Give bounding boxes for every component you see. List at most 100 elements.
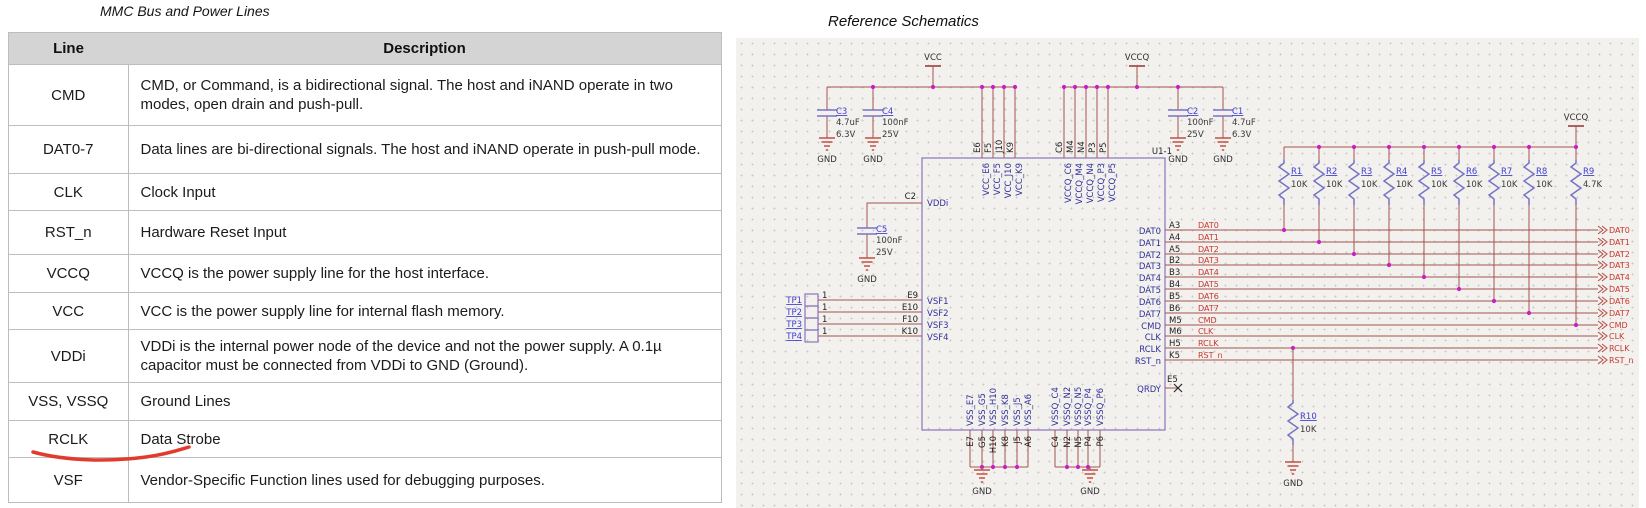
- column-header-description: Description: [128, 32, 722, 65]
- offpage-net-label: DAT1: [1609, 238, 1630, 247]
- testpoint-ref: TP3: [785, 320, 802, 330]
- junction-dot: [1351, 251, 1357, 257]
- resistor-body: [1347, 160, 1361, 205]
- junction-dot: [1526, 310, 1532, 316]
- offpage-connector-icon: [1597, 343, 1608, 353]
- junction-dot: [1281, 227, 1287, 233]
- net-label: RCLK: [1198, 339, 1219, 348]
- junction-dot: [1075, 464, 1081, 470]
- pin-name: VSSQ_P6: [1096, 388, 1106, 426]
- testpoint-pin-number: 1: [822, 315, 827, 325]
- pin-name: VCCQ_P3: [1097, 163, 1107, 202]
- pin-name: VCC_F5: [993, 163, 1003, 195]
- desc-cell: VCCQ is the power supply line for the ho…: [127, 254, 722, 293]
- testpoint-ref: TP2: [785, 308, 802, 318]
- testpoint-ref: TP1: [785, 296, 802, 306]
- junction-dot: [1134, 84, 1140, 90]
- net-label: DAT3: [1198, 256, 1219, 265]
- schematic-svg: VCCC34.7uF6.3VGNDC4100nF25VGNDE6VCC_E6F5…: [785, 53, 1633, 497]
- desc-cell: VDDi is the internal power node of the d…: [127, 329, 722, 383]
- net-label: DAT7: [1198, 304, 1219, 313]
- resistor-ref: R8: [1536, 167, 1547, 177]
- resistor-body: [1312, 160, 1326, 205]
- pin-name: DAT0: [1139, 227, 1161, 237]
- junction-dot: [1573, 322, 1579, 328]
- junction-dot: [1316, 144, 1322, 150]
- offpage-connector-icon: [1597, 260, 1608, 270]
- junction-dot: [1064, 464, 1070, 470]
- pin-number: N5: [1074, 436, 1084, 448]
- offpage-connector-icon: [1597, 225, 1608, 235]
- pin-number: A5: [1169, 245, 1180, 255]
- junction-dot: [1072, 84, 1078, 90]
- vcc-power-label: VCC: [924, 53, 942, 63]
- pin-name: VSS_G5: [978, 393, 988, 426]
- resistor-body: [1417, 160, 1431, 205]
- offpage-connector-icon: [1597, 272, 1608, 282]
- vccq-power-label: VCCQ: [1125, 53, 1150, 63]
- pin-number: J10: [995, 140, 1005, 154]
- resistor-value: 10K: [1431, 180, 1448, 190]
- offpage-net-label: RCLK: [1609, 344, 1630, 353]
- pin-number: G5: [978, 436, 988, 448]
- pin-number: B3: [1169, 268, 1180, 278]
- cap-voltage: 25V: [876, 248, 893, 258]
- pin-number: B6: [1169, 304, 1180, 314]
- junction-dot: [1421, 274, 1427, 280]
- net-label: DAT0: [1198, 221, 1219, 230]
- junction-dot: [990, 84, 996, 90]
- pin-name: VSF4: [927, 333, 949, 343]
- cap-value: 100nF: [882, 118, 909, 128]
- pin-name: DAT2: [1139, 251, 1161, 261]
- junction-dot: [1085, 464, 1091, 470]
- offpage-net-label: DAT5: [1609, 285, 1630, 294]
- net-label: DAT5: [1198, 280, 1219, 289]
- junction-dot: [930, 84, 936, 90]
- resistor-ref: R7: [1501, 167, 1512, 177]
- resistor-body: [1382, 160, 1396, 205]
- pin-number: A6: [1024, 436, 1034, 447]
- pin-number: A4: [1169, 233, 1180, 243]
- pin-name: VSS_H10: [989, 388, 999, 426]
- junction-dot: [1456, 144, 1462, 150]
- testpoint-pin-number: 1: [822, 303, 827, 313]
- resistor-body: [1277, 160, 1291, 205]
- cap-value: 4.7uF: [836, 118, 860, 128]
- cap-voltage: 25V: [1187, 130, 1204, 140]
- mmc-table-panel: MMC Bus and Power Lines Line Description…: [8, 0, 722, 508]
- resistor-value: 10K: [1326, 180, 1343, 190]
- gnd-symbol: [1215, 137, 1231, 151]
- pin-number: C4: [1051, 436, 1061, 447]
- gnd-label: GND: [863, 155, 883, 165]
- cap-ref: C4: [882, 107, 893, 117]
- table-title: MMC Bus and Power Lines: [100, 3, 270, 19]
- junction-dot: [1094, 84, 1100, 90]
- offpage-connector-icon: [1597, 249, 1608, 259]
- pin-number: K8: [1001, 436, 1011, 447]
- table-row-vsf: VSF Vendor-Specific Function lines used …: [8, 457, 722, 503]
- resistor-value: 10K: [1501, 180, 1518, 190]
- desc-cell: Hardware Reset Input: [127, 210, 722, 255]
- desc-cell: VCC is the power supply line for interna…: [127, 292, 722, 330]
- testpoint-pin-number: 1: [822, 327, 827, 337]
- line-cell: VSS, VSSQ: [8, 382, 129, 421]
- pin-number: C2: [905, 192, 916, 202]
- pin-name: VSS_E7: [966, 394, 976, 426]
- pin-name: DAT7: [1139, 310, 1161, 320]
- table-header-row: Line Description: [8, 32, 722, 65]
- pin-number: P4: [1084, 436, 1094, 447]
- gnd-symbol: [819, 137, 835, 151]
- line-cell: DAT0-7: [8, 125, 129, 174]
- pin-name: DAT1: [1139, 239, 1161, 249]
- resistor-ref: R3: [1361, 167, 1372, 177]
- cap-voltage: 6.3V: [836, 130, 856, 140]
- resistor-body: [1487, 160, 1501, 205]
- pin-number: H5: [1169, 339, 1181, 349]
- junction-dot: [1061, 84, 1067, 90]
- resistor-value: 4.7K: [1583, 180, 1603, 190]
- pin-number: E7: [966, 436, 976, 447]
- pin-number: B5: [1169, 292, 1180, 302]
- table-row-vccq: VCCQ VCCQ is the power supply line for t…: [8, 254, 722, 293]
- pin-number: M4: [1066, 140, 1076, 153]
- resistor-value: 10K: [1466, 180, 1483, 190]
